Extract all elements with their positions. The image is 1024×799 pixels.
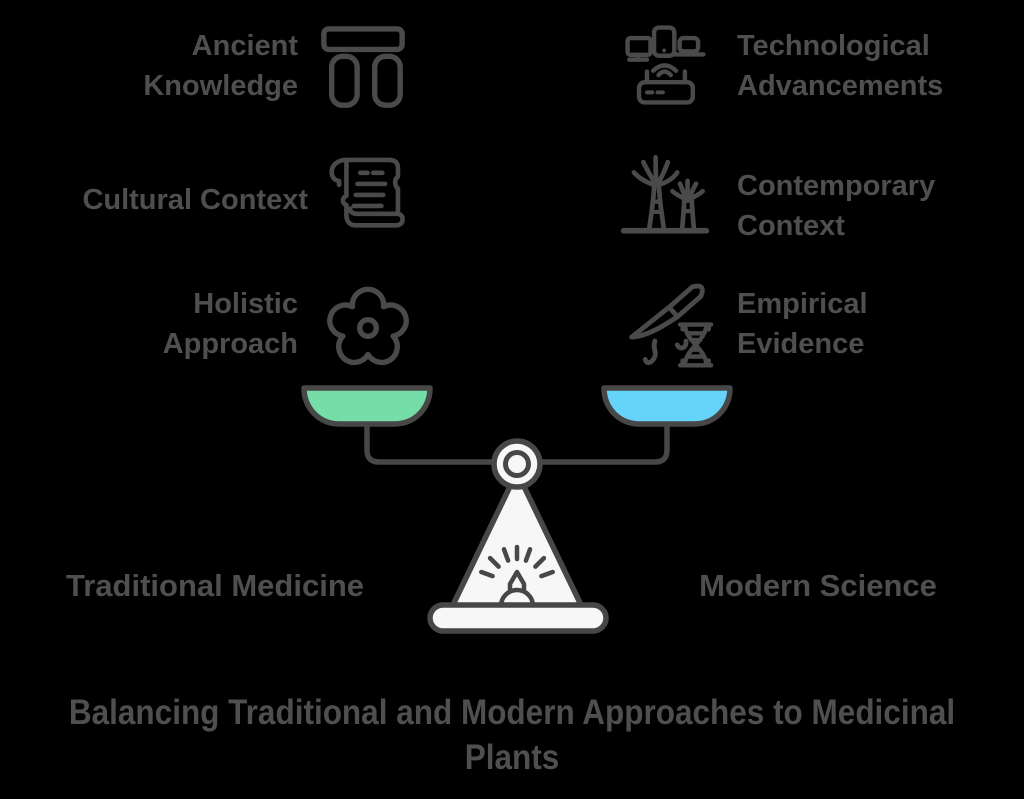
dolmen-icon bbox=[321, 26, 405, 108]
scale-pedestal bbox=[427, 602, 609, 634]
devices-icon bbox=[625, 25, 706, 105]
balance-scale bbox=[301, 385, 733, 634]
label-traditional-medicine: Traditional Medicine bbox=[66, 568, 364, 603]
label-modern-science: Modern Science bbox=[699, 568, 937, 603]
label-cultural-context: Cultural Context bbox=[82, 184, 308, 216]
label-holistic-approach: Holistic Approach bbox=[162, 288, 298, 360]
label-contemporary-context: Contemporary Context bbox=[737, 170, 936, 242]
left-pan bbox=[301, 385, 433, 427]
diagram-caption: Balancing Traditional and Modern Approac… bbox=[68, 693, 956, 777]
right-pan bbox=[601, 385, 733, 427]
gauge-dashes bbox=[479, 544, 555, 579]
label-ancient-knowledge: Ancient Knowledge bbox=[143, 30, 298, 102]
scalpel-dna-icon bbox=[629, 283, 714, 368]
label-empirical-evidence: Empirical Evidence bbox=[737, 288, 868, 360]
supertrees-icon bbox=[620, 155, 710, 234]
flower-icon bbox=[327, 286, 409, 366]
scroll-icon bbox=[329, 157, 405, 228]
label-technological-advancements: Technological Advancements bbox=[737, 30, 944, 102]
pivot-inner bbox=[503, 450, 531, 478]
gauge-dome bbox=[498, 587, 536, 607]
